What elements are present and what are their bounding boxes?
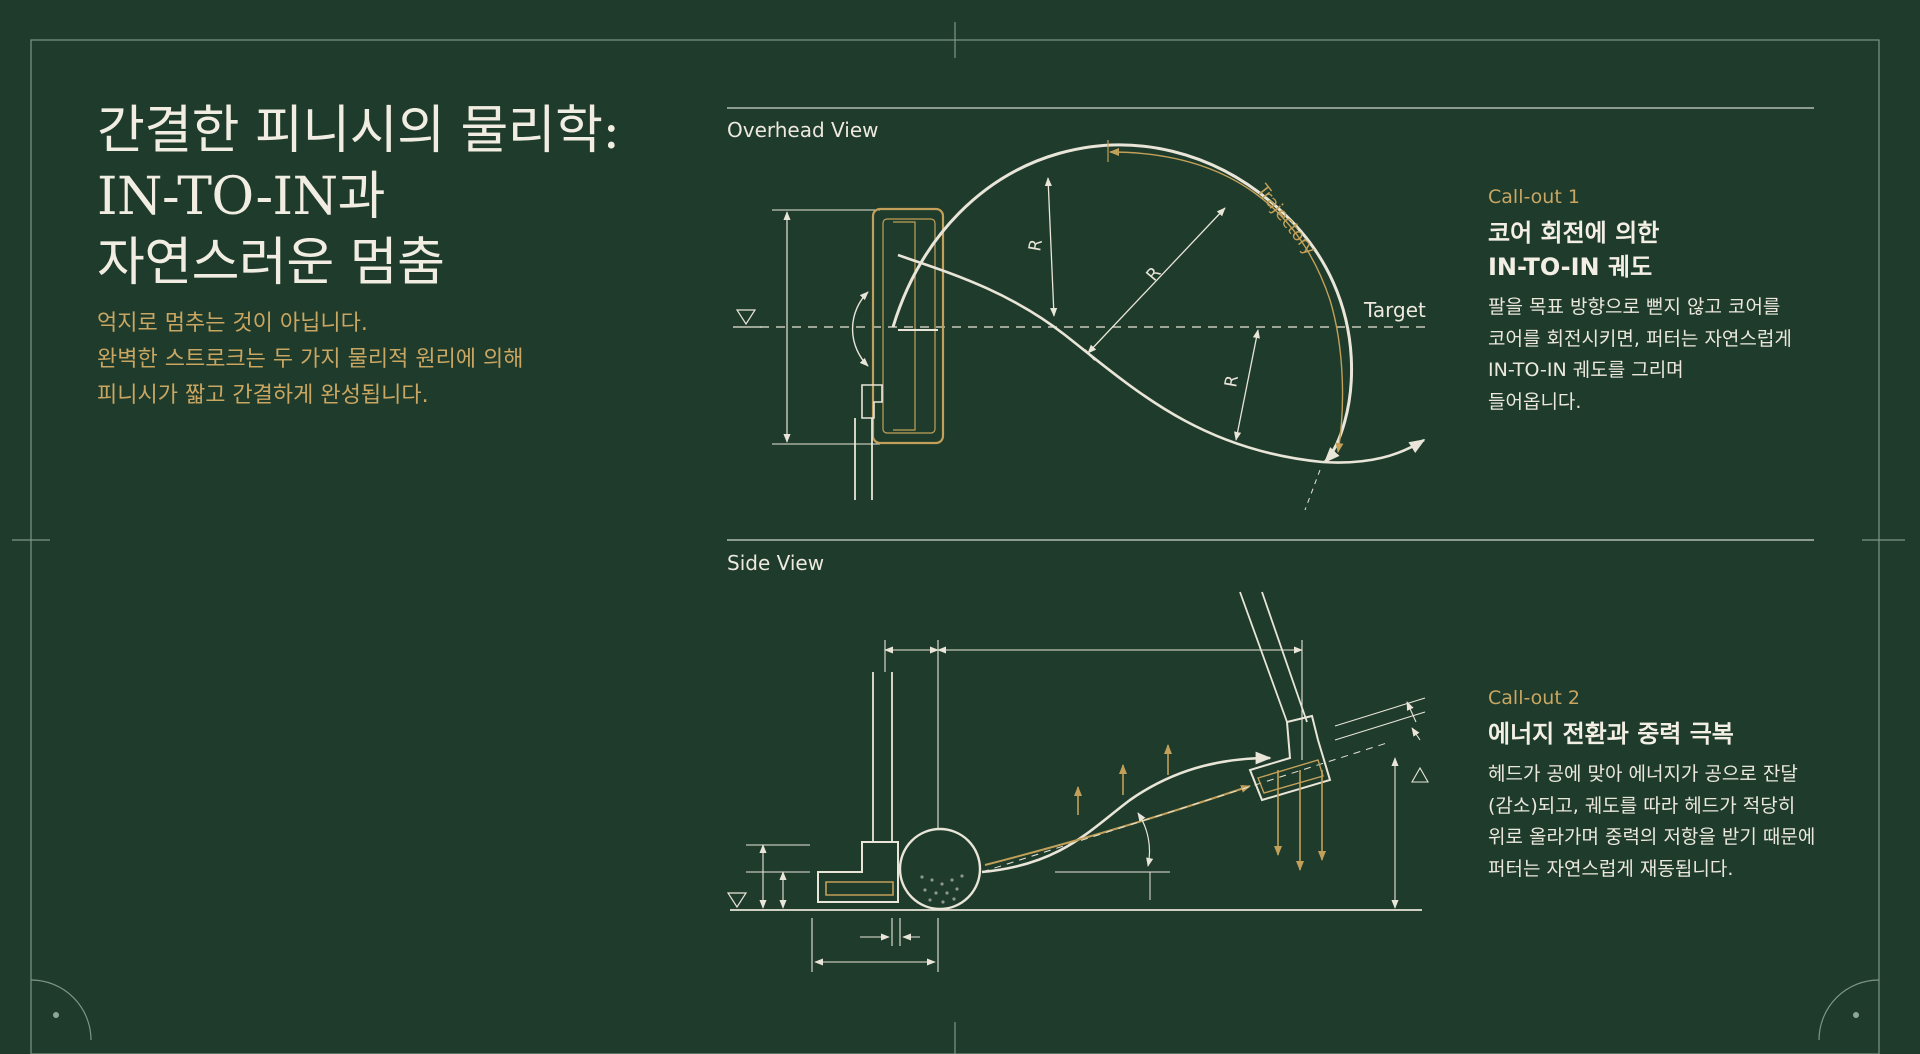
rotation-arrow bbox=[851, 291, 869, 367]
callout-1-tag: Call-out 1 bbox=[1488, 186, 1580, 208]
lift-arrows bbox=[1074, 744, 1172, 815]
callout-2-tag: Call-out 2 bbox=[1488, 687, 1580, 709]
callout-2: Call-out 2 에너지 전환과 중력 극복 헤드가 공에 맞아 에너지가 … bbox=[1488, 687, 1888, 885]
callout-2-body: 헤드가 공에 맞아 에너지가 공으로 잔달 (감소)되고, 궤도를 따라 헤드가… bbox=[1488, 759, 1888, 885]
callout-1-title-line-2: IN-TO-IN 궤도 bbox=[1488, 253, 1653, 281]
title-line-2: IN-TO-IN과 bbox=[97, 167, 385, 227]
intro-text: 억지로 멈추는 것이 아닙니다. 완벽한 스트로크는 두 가지 물리적 원리에 … bbox=[97, 306, 524, 414]
side-dimensions bbox=[746, 640, 1303, 972]
trajectory-label: Trajectory bbox=[1251, 180, 1319, 259]
callout-1: Call-out 1 코어 회전에 의한 IN-TO-IN 궤도 팔을 목표 방… bbox=[1488, 186, 1888, 418]
intro-line-3: 피니시가 짧고 간결하게 완성됩니다. bbox=[97, 383, 429, 408]
inner-path-curve bbox=[897, 253, 1323, 464]
putter-finish bbox=[1239, 591, 1332, 802]
swing-path-curve bbox=[981, 751, 1272, 874]
radius-arrow-1 bbox=[1044, 177, 1058, 317]
target-label: Target bbox=[1363, 298, 1426, 322]
callout-1-body-line-1: 팔을 목표 방향으로 뻗지 않고 코어를 bbox=[1488, 296, 1781, 318]
callout-2-title: 에너지 전환과 중력 극복 bbox=[1488, 717, 1888, 751]
callout-1-body-line-4: 들어옵니다. bbox=[1488, 390, 1582, 413]
radius-label-1: R bbox=[1025, 238, 1047, 253]
callout-1-title: 코어 회전에 의한 IN-TO-IN 궤도 bbox=[1488, 216, 1888, 284]
callout-1-title-line-1: 코어 회전에 의한 bbox=[1488, 219, 1660, 247]
side-diagram bbox=[726, 591, 1429, 972]
return-path-curve bbox=[1321, 438, 1426, 464]
corner-dot-left bbox=[53, 1012, 59, 1018]
intro-line-2: 완벽한 스트로크는 두 가지 물리적 원리에 의해 bbox=[97, 347, 524, 372]
callout-2-title-line: 에너지 전환과 중력 극복 bbox=[1488, 720, 1734, 748]
title-line-3: 자연스러운 멈춤 bbox=[97, 233, 445, 293]
callout-2-body-line-2: (감소)되고, 궤도를 따라 헤드가 적당히 bbox=[1488, 794, 1796, 817]
overhead-view-label: Overhead View bbox=[727, 118, 879, 142]
intro-line-1: 억지로 멈추는 것이 아닙니다. bbox=[97, 311, 368, 336]
page-title: 간결한 피니시의 물리학: IN-TO-IN과 자연스러운 멈춤 bbox=[97, 98, 620, 296]
callout-1-body: 팔을 목표 방향으로 뻗지 않고 코어를 코어를 회전시키면, 퍼터는 자연스럽… bbox=[1488, 292, 1888, 418]
callout-2-body-line-3: 위로 올라가며 중력의 저항을 받기 때문에 bbox=[1488, 826, 1816, 848]
gravity-arrows bbox=[1274, 770, 1326, 871]
height-dimension bbox=[1334, 697, 1429, 909]
side-view-label: Side View bbox=[727, 551, 825, 575]
energy-path-curve bbox=[984, 785, 1251, 866]
golf-ball bbox=[898, 827, 982, 911]
radius-label-3: R bbox=[1221, 374, 1243, 389]
putter-address bbox=[817, 672, 899, 903]
putter-head-top-view bbox=[854, 207, 945, 500]
overhead-diagram: R R R Trajectory Target bbox=[733, 140, 1426, 511]
putter-path-curve bbox=[891, 143, 1354, 464]
ground-level-icon bbox=[726, 892, 748, 909]
page-frame bbox=[12, 22, 1905, 1054]
callout-1-body-line-2: 코어를 회전시키면, 퍼터는 자연스럽게 bbox=[1488, 327, 1792, 350]
trajectory-arc bbox=[1109, 148, 1344, 453]
radius-label-2: R bbox=[1143, 263, 1166, 285]
callout-1-body-line-3: IN-TO-IN 궤도를 그리며 bbox=[1488, 359, 1684, 381]
corner-dot-right bbox=[1853, 1012, 1859, 1018]
callout-2-body-line-4: 퍼터는 자연스럽게 재동됩니다. bbox=[1488, 857, 1734, 880]
level-marker-icon bbox=[733, 309, 762, 328]
title-line-1: 간결한 피니시의 물리학: bbox=[97, 101, 620, 161]
callout-2-body-line-1: 헤드가 공에 맞아 에너지가 공으로 잔달 bbox=[1488, 763, 1798, 785]
